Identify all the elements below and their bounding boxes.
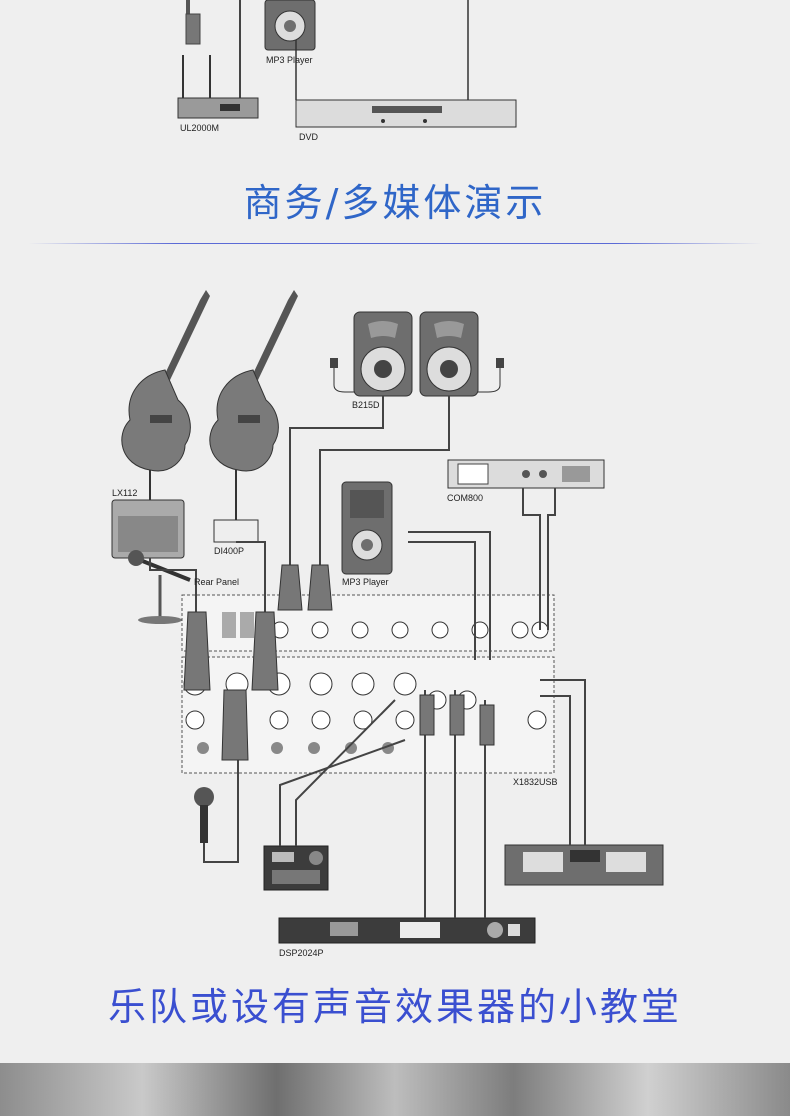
label-com800: COM800 [447,493,484,503]
mp3-player [341,481,393,575]
label-dvd: DVD [299,132,319,142]
di400p-box [213,470,259,543]
cable-plugs [183,564,495,761]
label-top-mp3-player: MP3 Player [266,55,313,65]
dsp2024p-processor [278,917,536,944]
label-di400p: DI400P [214,546,245,556]
label-rear-panel: Rear Panel [194,577,240,587]
label-ul2000m: UL2000M [180,123,220,133]
label-dsp2024p: DSP2024P [279,948,324,958]
bottom-banner-photo [0,1063,790,1116]
drum-machine [263,845,329,891]
caption-business-multimedia: 商务/多媒体演示 [243,181,547,225]
cassette-deck [504,844,664,886]
top-dvd-player [295,0,517,128]
vocal-mic-stand [128,550,191,624]
section-divider [28,243,762,244]
guitar-2 [209,290,298,472]
label-lx112: LX112 [112,488,138,498]
b215d-speaker-right [419,311,479,397]
speaker-power-plugs [330,358,504,393]
top-mic-stand [185,0,241,110]
label-band-mp3-player: MP3 Player [342,577,389,587]
top-mp3-player [264,0,316,51]
label-x1832usb: X1832USB [513,777,558,787]
b215d-speaker-left [353,311,413,397]
lx112-amp [111,470,185,559]
top-ul2000m-receiver [177,55,259,119]
caption-band-chapel: 乐队或设有声音效果器的小教堂 [107,985,682,1029]
handheld-mic [194,787,214,843]
label-b215d: B215D [352,400,380,410]
com800-compressor [447,459,605,489]
guitar-1 [121,290,210,472]
